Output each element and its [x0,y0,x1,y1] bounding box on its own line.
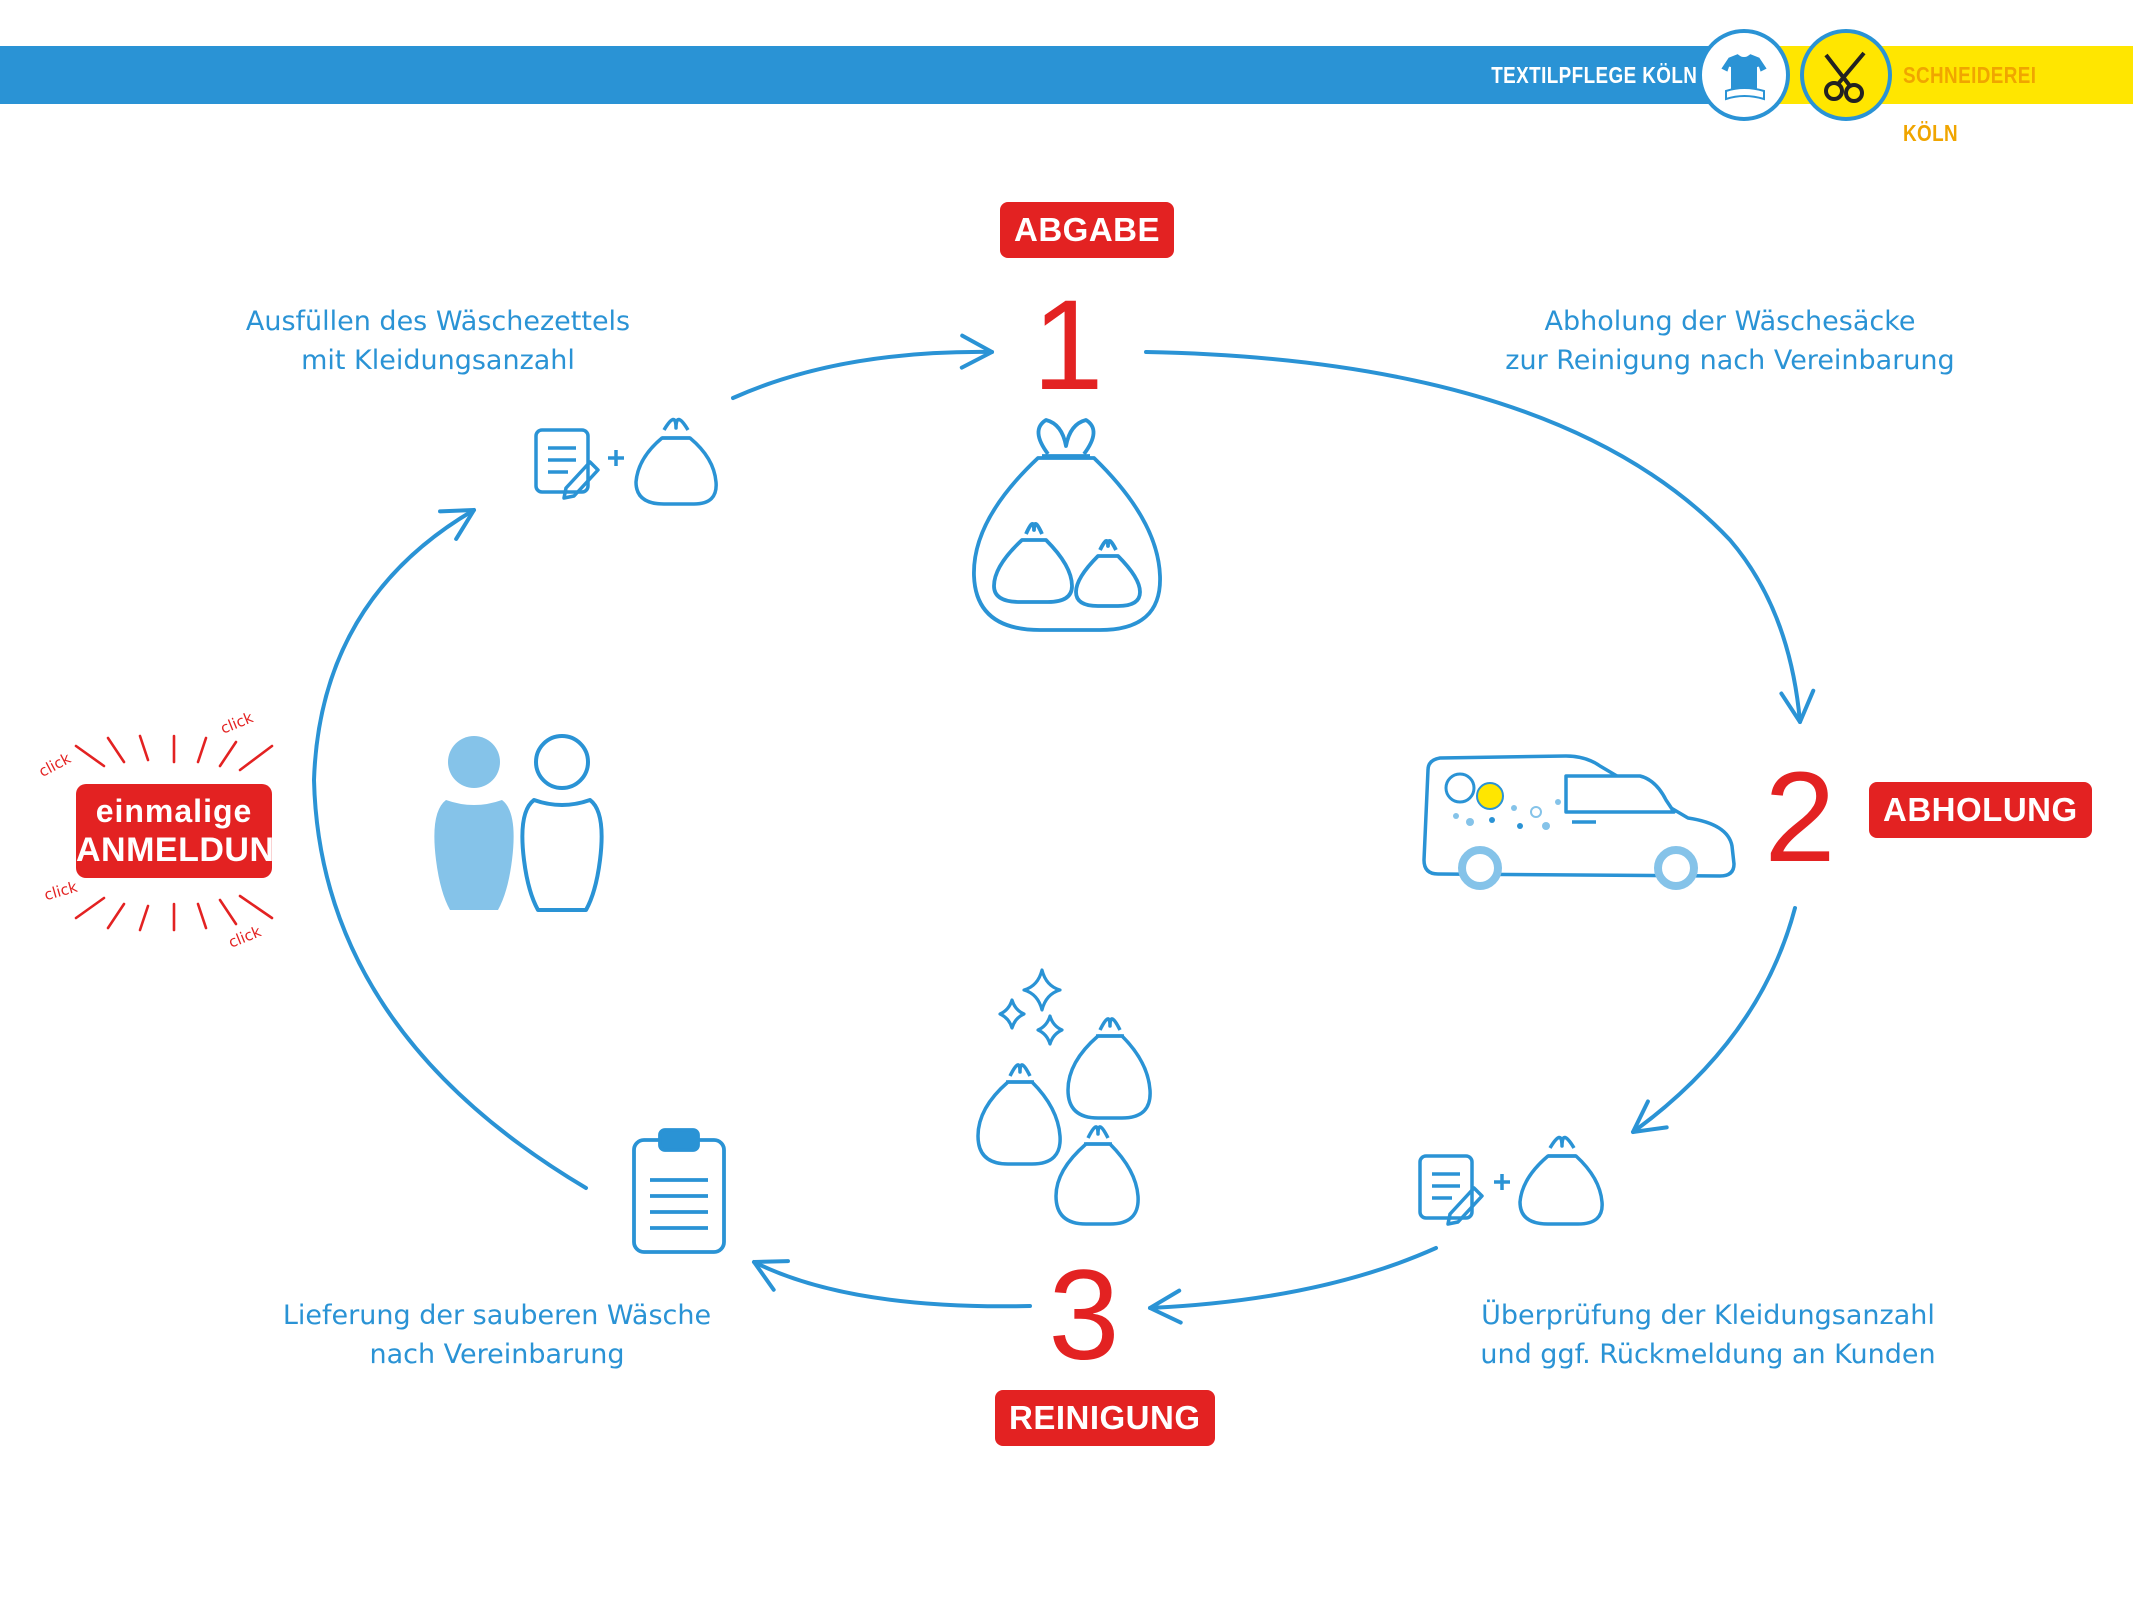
van-wheel-left [1458,846,1502,890]
arrow-to-delivery [752,1259,1032,1309]
desc-top-right-line2: zur Reinigung nach Vereinbarung [1505,345,1955,376]
arrow-to-step2 [1144,350,1816,724]
arrow-to-step1 [731,333,994,400]
clipboard-icon [632,1128,726,1254]
step3-number: 3 [1048,1244,1120,1387]
step1-tag: ABGABE [1000,202,1175,258]
schneiderei-logo [1800,29,1892,121]
brand-textilpflege: TEXTILPFLEGE KÖLN [1490,62,1697,88]
form-icon-check [1418,1154,1484,1226]
plus-icon [608,450,624,466]
step2-number: 2 [1764,746,1836,889]
desc-bottom-left-line2: nach Vereinbarung [369,1339,625,1370]
desc-top-right-line1: Abholung der Wäschesäcke [1544,306,1916,337]
shirt-icon [1718,51,1770,101]
step2-tag: ABHOLUNG [1869,782,2092,838]
arrow-loop-back [311,508,588,1190]
desc-top-left-line2: mit Kleidungsanzahl [301,345,575,376]
arrow-to-check [1631,906,1797,1134]
registration-line1: einmalige [95,793,253,829]
clean-bags-icon [976,1017,1152,1226]
desc-bottom-left-line1: Lieferung der sauberen Wäsche [282,1300,712,1331]
desc-bottom-right-line2: und ggf. Rückmeldung an Kunden [1480,1339,1936,1370]
sparkle-icon [998,968,1064,1046]
big-bag-icon [972,418,1162,632]
desc-bottom-right-line1: Überprüfung der Kleidungsanzahl [1481,1300,1935,1331]
arrow-to-step3 [1148,1246,1438,1325]
van-wheel-right [1654,846,1698,890]
brand-schneiderei: SCHNEIDEREI KÖLN [1903,62,2037,146]
header-bar [0,46,1720,104]
van-icon [1422,754,1736,878]
scissors-icon [1824,51,1866,103]
form-icon [534,428,600,500]
step1-number: 1 [1032,274,1104,417]
step3-tag: REINIGUNG [995,1390,1215,1446]
desc-top-left-line1: Ausfüllen des Wäschezettels [245,306,631,337]
people-icon [434,734,604,912]
textilpflege-logo [1698,29,1790,121]
registration-burst [74,734,274,932]
laundry-bag-icon [634,417,718,506]
van-logo-decal [1444,772,1561,830]
registration-badge[interactable]: einmalige ANMELDUNG [76,784,302,878]
plus-icon-check [1494,1174,1510,1190]
laundry-bag-icon-check [1518,1135,1604,1226]
registration-line2: ANMELDUNG [76,831,302,869]
